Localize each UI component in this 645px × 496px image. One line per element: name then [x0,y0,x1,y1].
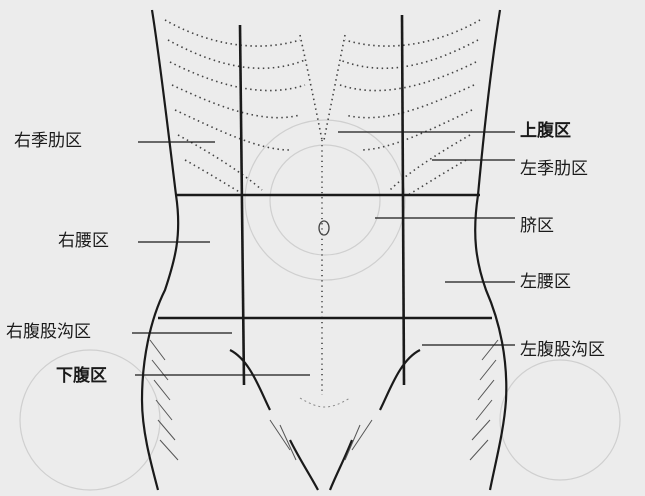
label-left-hypochondriac: 左季肋区 [520,159,588,179]
label-right-lumbar: 右腰区 [58,231,109,251]
label-right-hypochondriac: 右季肋区 [14,131,82,151]
label-umbilical: 脐区 [520,216,554,236]
label-left-inguinal: 左腹股沟区 [520,340,605,360]
label-right-inguinal: 右腹股沟区 [6,322,91,342]
label-hypogastric: 下腹区 [56,366,107,386]
label-left-lumbar: 左腰区 [520,272,571,292]
label-epigastric: 上腹区 [520,121,571,141]
